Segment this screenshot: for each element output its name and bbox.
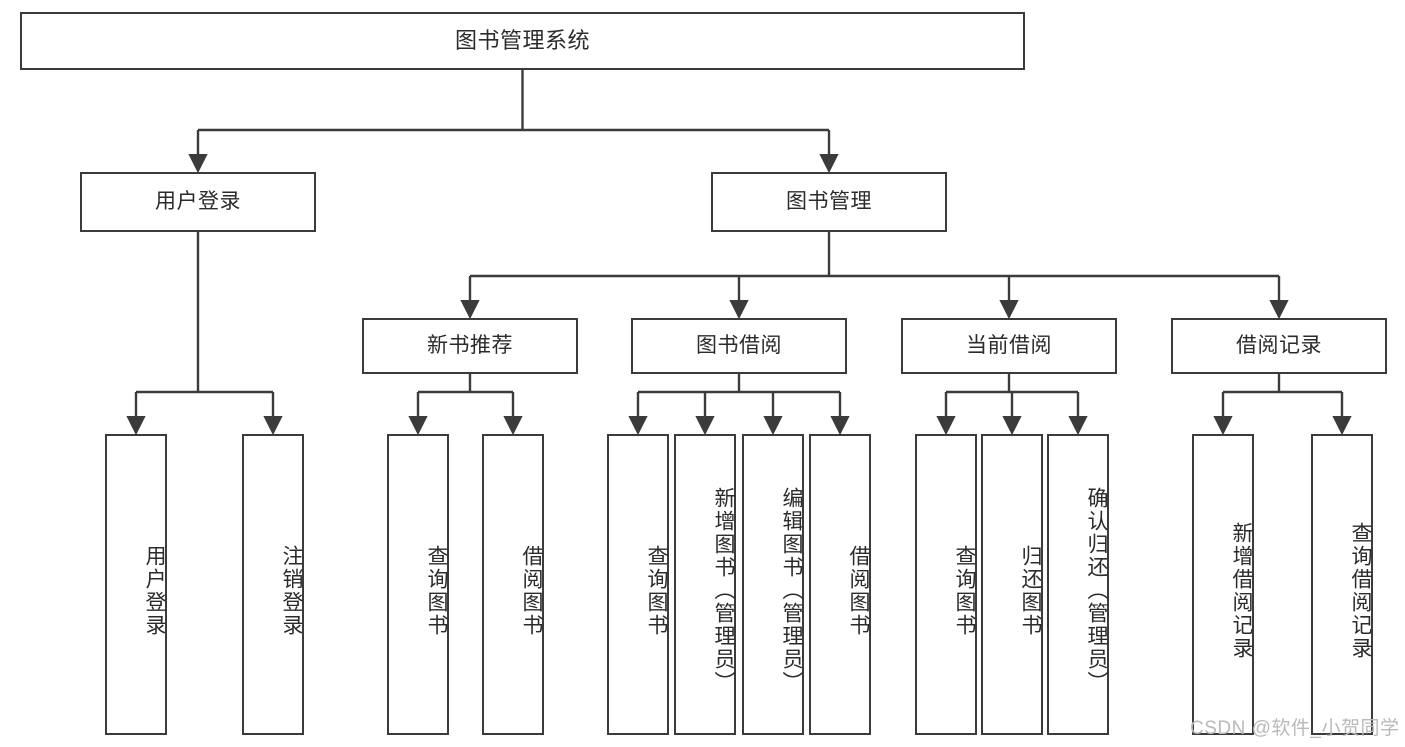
- node-label: 归还图书: [1019, 544, 1042, 637]
- node-l12[interactable]: 新增借阅记录: [1192, 434, 1254, 735]
- node-current[interactable]: 当前借阅: [901, 318, 1117, 374]
- node-label: 用户登录: [143, 544, 166, 637]
- node-label: 确认归还（管理员）: [1085, 487, 1108, 694]
- node-label: 图书管理: [786, 189, 872, 213]
- node-label: 借阅图书: [847, 544, 870, 637]
- node-l3[interactable]: 查询图书: [387, 434, 449, 735]
- node-l4[interactable]: 借阅图书: [482, 434, 544, 735]
- node-l13[interactable]: 查询借阅记录: [1311, 434, 1373, 735]
- node-label: 当前借阅: [966, 333, 1052, 357]
- node-l2[interactable]: 注销登录: [242, 434, 304, 735]
- node-l7[interactable]: 编辑图书（管理员）: [742, 434, 804, 735]
- node-bookmgr[interactable]: 图书管理: [711, 172, 947, 232]
- node-label: 查询图书: [645, 544, 668, 637]
- watermark-text: CSDN @软件_小贺同学: [1190, 718, 1400, 739]
- node-l10[interactable]: 归还图书: [981, 434, 1043, 735]
- node-login[interactable]: 用户登录: [80, 172, 316, 232]
- node-label: 新增图书（管理员）: [712, 487, 735, 694]
- node-l9[interactable]: 查询图书: [915, 434, 977, 735]
- node-label: 用户登录: [155, 189, 241, 213]
- node-l5[interactable]: 查询图书: [607, 434, 669, 735]
- node-label: 查询图书: [953, 544, 976, 637]
- node-label: 借阅记录: [1236, 333, 1322, 357]
- node-l8[interactable]: 借阅图书: [809, 434, 871, 735]
- node-l11[interactable]: 确认归还（管理员）: [1047, 434, 1109, 735]
- node-label: 图书管理系统: [454, 28, 590, 54]
- node-label: 借阅图书: [520, 544, 543, 637]
- node-label: 注销登录: [280, 544, 303, 637]
- node-newrec[interactable]: 新书推荐: [362, 318, 578, 374]
- node-label: 查询借阅记录: [1349, 521, 1372, 660]
- node-l1[interactable]: 用户登录: [105, 434, 167, 735]
- node-label: 图书借阅: [696, 333, 782, 357]
- node-label: 编辑图书（管理员）: [780, 487, 803, 694]
- node-borrow[interactable]: 图书借阅: [631, 318, 847, 374]
- node-label: 新增借阅记录: [1230, 521, 1253, 660]
- node-label: 新书推荐: [427, 333, 513, 357]
- node-records[interactable]: 借阅记录: [1171, 318, 1387, 374]
- node-label: 查询图书: [425, 544, 448, 637]
- node-root[interactable]: 图书管理系统: [20, 12, 1025, 70]
- node-l6[interactable]: 新增图书（管理员）: [674, 434, 736, 735]
